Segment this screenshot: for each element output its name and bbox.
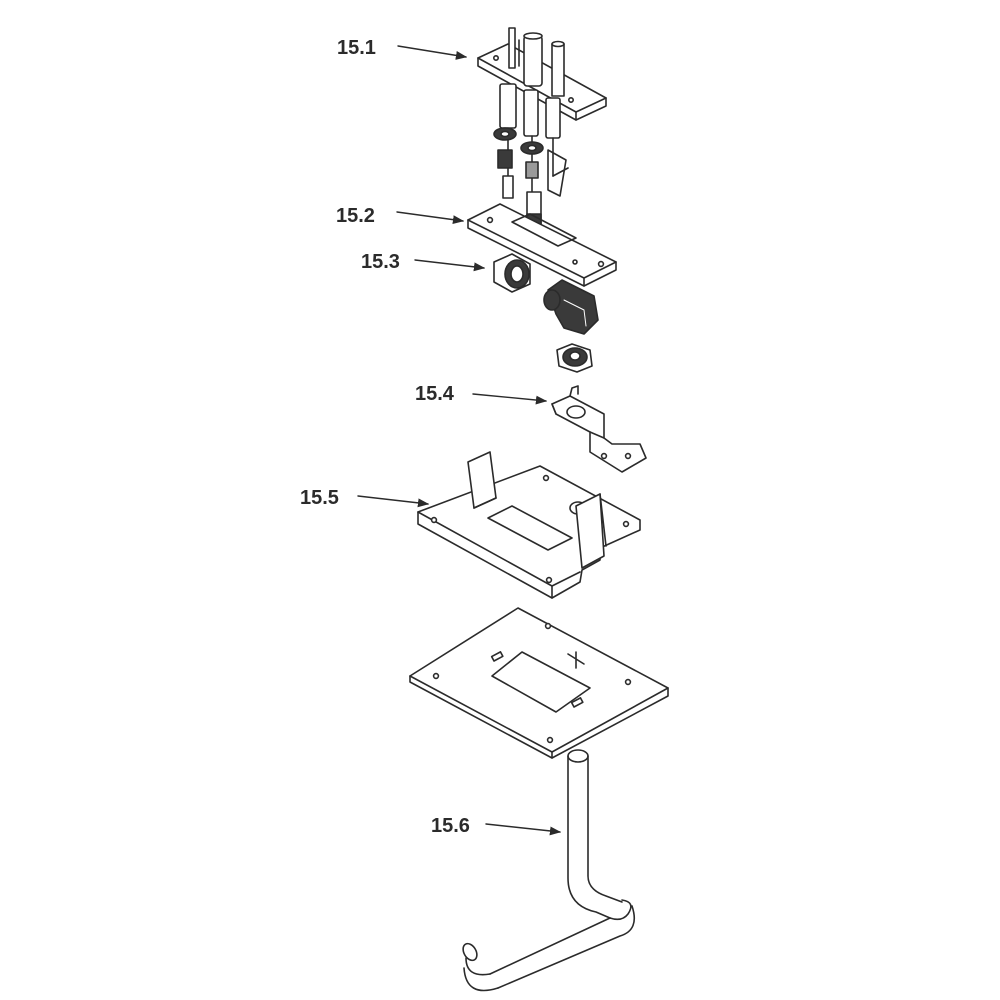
- leader-arrow-15-1: [397, 45, 468, 60]
- callout-label-15-6: 15.6: [431, 815, 470, 837]
- leader-arrow-15-4: [472, 393, 548, 405]
- callout-label-15-1: 15.1: [337, 37, 376, 59]
- callout-label-15-4: 15.4: [415, 383, 454, 405]
- leader-arrow-15-3: [414, 259, 486, 272]
- mounting-bracket: [551, 385, 647, 473]
- gasket-plate: [467, 203, 617, 287]
- pilot-assembly: [477, 27, 607, 241]
- callout-label-15-2: 15.2: [336, 205, 375, 227]
- leader-arrow-15-5: [357, 495, 430, 508]
- base-plate: [409, 607, 669, 759]
- supply-tube: [462, 749, 636, 992]
- leader-arrows: [357, 45, 562, 836]
- leader-arrow-15-6: [485, 823, 562, 836]
- callout-label-15-5: 15.5: [300, 487, 339, 509]
- compression-fittings: [493, 253, 599, 373]
- callout-label-15-3: 15.3: [361, 251, 400, 273]
- pilot-bracket-plate: [417, 451, 641, 599]
- leader-arrow-15-2: [396, 211, 465, 225]
